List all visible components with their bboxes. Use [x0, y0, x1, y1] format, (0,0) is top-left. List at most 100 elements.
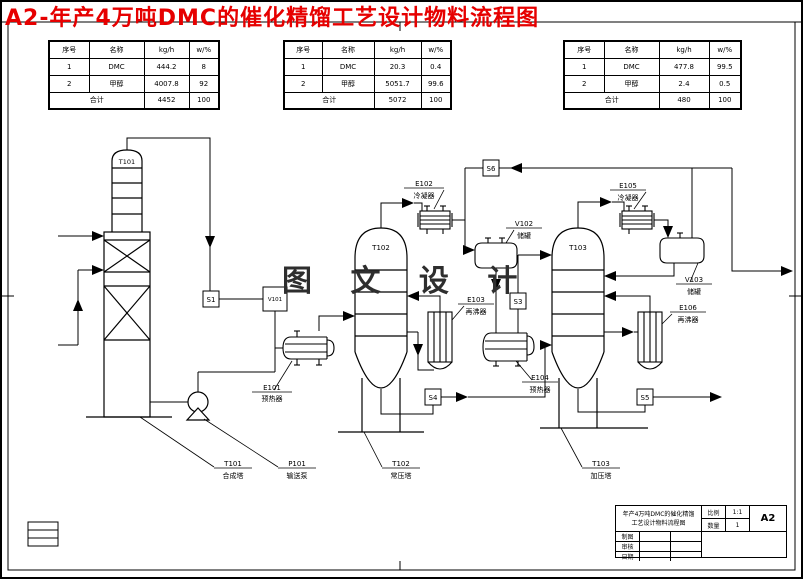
col-header: 序号 [48, 40, 90, 59]
cell: 0.4 [420, 57, 452, 76]
exchanger-e104 [482, 332, 535, 367]
watermark-text: 图 文 设 计 [282, 264, 532, 299]
row-value [640, 532, 671, 541]
col-header: w/% [420, 40, 452, 59]
cell: 477.8 [658, 57, 710, 76]
cell: 1 [283, 57, 323, 76]
table-header-row: 序号 名称 kg/h w/% [563, 40, 742, 59]
table-total-row: 合计 5072 100 [283, 91, 452, 110]
p101-label-tag: P101 [288, 460, 306, 468]
e102-label-tag: E102 [415, 180, 433, 188]
cell: 99.6 [420, 74, 452, 93]
title-block-drawing-name: 年产4万吨DMC的催化精馏 工艺设计物料流程图 [616, 506, 702, 531]
drum-v102 [474, 237, 518, 269]
v101-tag: V101 [268, 297, 282, 303]
table-row: 1 DMC 444.2 8 [48, 57, 220, 76]
total-kgh: 480 [658, 91, 710, 110]
col-header: kg/h [373, 40, 422, 59]
row-value [640, 542, 671, 551]
flow-arrows [73, 163, 793, 402]
stream-s6: S6 [487, 165, 496, 173]
t102-label-name: 常压塔 [391, 471, 412, 480]
table-row: 2 甲醇 4007.8 92 [48, 74, 220, 93]
column-t101 [86, 149, 172, 418]
total-label: 合计 [48, 91, 145, 110]
stream-s1: S1 [207, 296, 216, 304]
total-kgh: 5072 [373, 91, 422, 110]
col-header: 序号 [563, 40, 605, 59]
v103-label-tag: V103 [685, 276, 703, 284]
row-label-draw: 制图 [616, 532, 640, 541]
stream-box-s6 [482, 159, 500, 177]
exchanger-e102 [417, 205, 453, 234]
cell: 甲醇 [603, 74, 660, 93]
qty-value: 1 [735, 521, 740, 529]
stream-s5: S5 [641, 394, 650, 402]
row-label-check: 审核 [616, 542, 640, 551]
e103-label-name: 再沸器 [466, 307, 487, 316]
stream-box-s4 [424, 388, 442, 406]
total-w: 100 [708, 91, 742, 110]
material-table-1: 序号 名称 kg/h w/% 1 DMC 444.2 8 2 甲醇 4007.8… [48, 40, 220, 110]
table-header-row: 序号 名称 kg/h w/% [283, 40, 452, 59]
cell: 99.5 [708, 57, 742, 76]
e105-label-tag: E105 [619, 182, 637, 190]
total-label: 合计 [563, 91, 660, 110]
e101-label-tag: E101 [263, 384, 281, 392]
v102-label-tag: V102 [515, 220, 533, 228]
sheet-size: A2 [760, 513, 776, 524]
col-header: 名称 [603, 40, 660, 59]
cell: 5051.7 [373, 74, 422, 93]
cell: DMC [321, 57, 375, 76]
t103-label-name: 加压塔 [591, 471, 612, 480]
stream-s4: S4 [429, 394, 438, 402]
drawing-title: A2-年产4万吨DMC的催化精馏工艺设计物料流程图 [5, 6, 540, 31]
exchanger-e101 [282, 330, 335, 366]
material-table-2: 序号 名称 kg/h w/% 1 DMC 20.3 0.4 2 甲醇 5051.… [283, 40, 452, 110]
column-t102 [338, 227, 424, 433]
stream-boxes [202, 159, 654, 406]
equipment-labels: T101 合成塔 P101 输送泵 T102 常压塔 T103 加压塔 E101… [223, 180, 704, 480]
stream-s3: S3 [514, 298, 523, 306]
cell: 1 [563, 57, 605, 76]
cell: 8 [188, 57, 220, 76]
col-header: w/% [708, 40, 742, 59]
row-label-date: 日期 [616, 552, 640, 561]
t102-tag: T102 [371, 244, 390, 252]
cell: 1 [48, 57, 90, 76]
pump-p101 [185, 391, 211, 421]
title-block: 年产4万吨DMC的催化精馏 工艺设计物料流程图 比例 1:1 数量 1 A2 制… [615, 505, 787, 561]
cell: 2 [563, 74, 605, 93]
table-row: 2 甲醇 5051.7 99.6 [283, 74, 452, 93]
total-w: 100 [188, 91, 220, 110]
col-header: kg/h [143, 40, 190, 59]
table-row: 2 甲醇 2.4 0.5 [563, 74, 742, 93]
e102-label-name: 冷凝器 [414, 191, 435, 200]
v101-box [262, 286, 288, 312]
col-header: 名称 [88, 40, 145, 59]
cell: 甲醇 [88, 74, 145, 93]
exchanger-e103 [427, 311, 453, 370]
title-block-scale-qty: 比例 1:1 数量 1 [702, 506, 750, 531]
table-row: 1 DMC 20.3 0.4 [283, 57, 452, 76]
label-leaders [139, 187, 712, 469]
col-header: 名称 [321, 40, 375, 59]
cell: DMC [603, 57, 660, 76]
cell: 4007.8 [143, 74, 190, 93]
stream-box-s5 [636, 388, 654, 406]
table-row: 1 DMC 477.8 99.5 [563, 57, 742, 76]
row-value [640, 552, 671, 561]
p101-label-name: 输送泵 [287, 471, 308, 480]
e103-label-tag: E103 [467, 296, 485, 304]
col-header: w/% [188, 40, 220, 59]
stream-box-s3 [509, 292, 527, 310]
table-header-row: 序号 名称 kg/h w/% [48, 40, 220, 59]
cell: 甲醇 [321, 74, 375, 93]
total-label: 合计 [283, 91, 375, 110]
row-value [671, 552, 701, 561]
t103-tag: T103 [568, 244, 587, 252]
cell: 444.2 [143, 57, 190, 76]
